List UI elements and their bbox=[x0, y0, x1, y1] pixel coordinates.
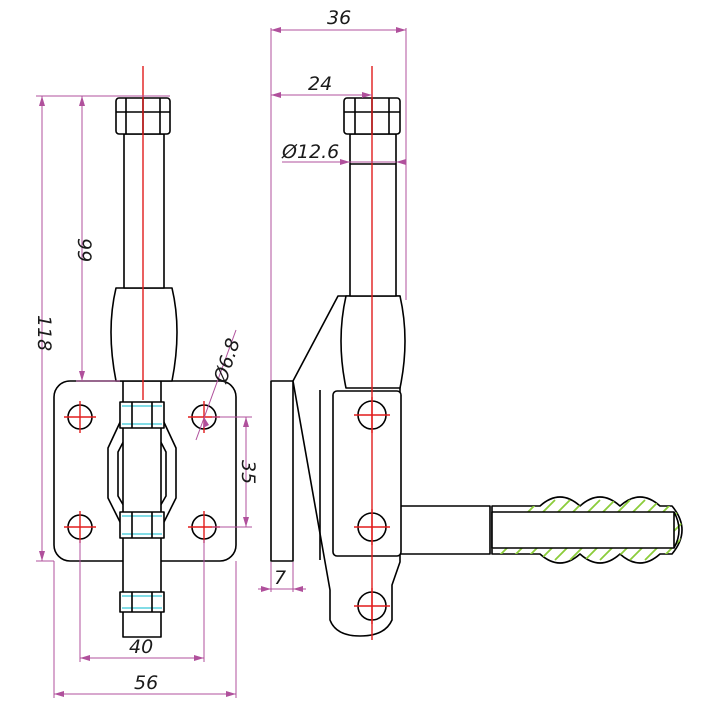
side-handle-grip bbox=[491, 496, 683, 564]
side-base-flange bbox=[270, 380, 294, 562]
front-pin-links bbox=[119, 401, 165, 613]
front-rod bbox=[123, 133, 165, 289]
dim-24-label: 24 bbox=[308, 73, 332, 95]
dim-118-label: 118 bbox=[33, 315, 55, 351]
dimension-lines bbox=[36, 27, 407, 698]
dim-7-label: 7 bbox=[274, 567, 286, 589]
side-handle-arm bbox=[399, 505, 491, 555]
side-view bbox=[270, 66, 683, 640]
dim-35-label: 35 bbox=[237, 460, 259, 484]
dim-40-label: 40 bbox=[129, 636, 153, 658]
dim-56-label: 56 bbox=[134, 672, 158, 694]
dim-12-6-label: Ø12.6 bbox=[281, 141, 339, 163]
dimension-labels: 36 24 Ø12.6 99 118 Ø6.8 35 7 40 56 bbox=[33, 7, 351, 694]
front-guide-sleeve bbox=[110, 287, 178, 382]
front-linkage-loop bbox=[107, 417, 177, 527]
side-rod bbox=[349, 133, 397, 297]
dim-6-8-label: Ø6.8 bbox=[210, 336, 245, 387]
side-guide-sleeve bbox=[340, 295, 406, 389]
dim-99-label: 99 bbox=[73, 238, 95, 262]
front-view bbox=[53, 66, 237, 638]
dim-36-label: 36 bbox=[327, 7, 351, 29]
